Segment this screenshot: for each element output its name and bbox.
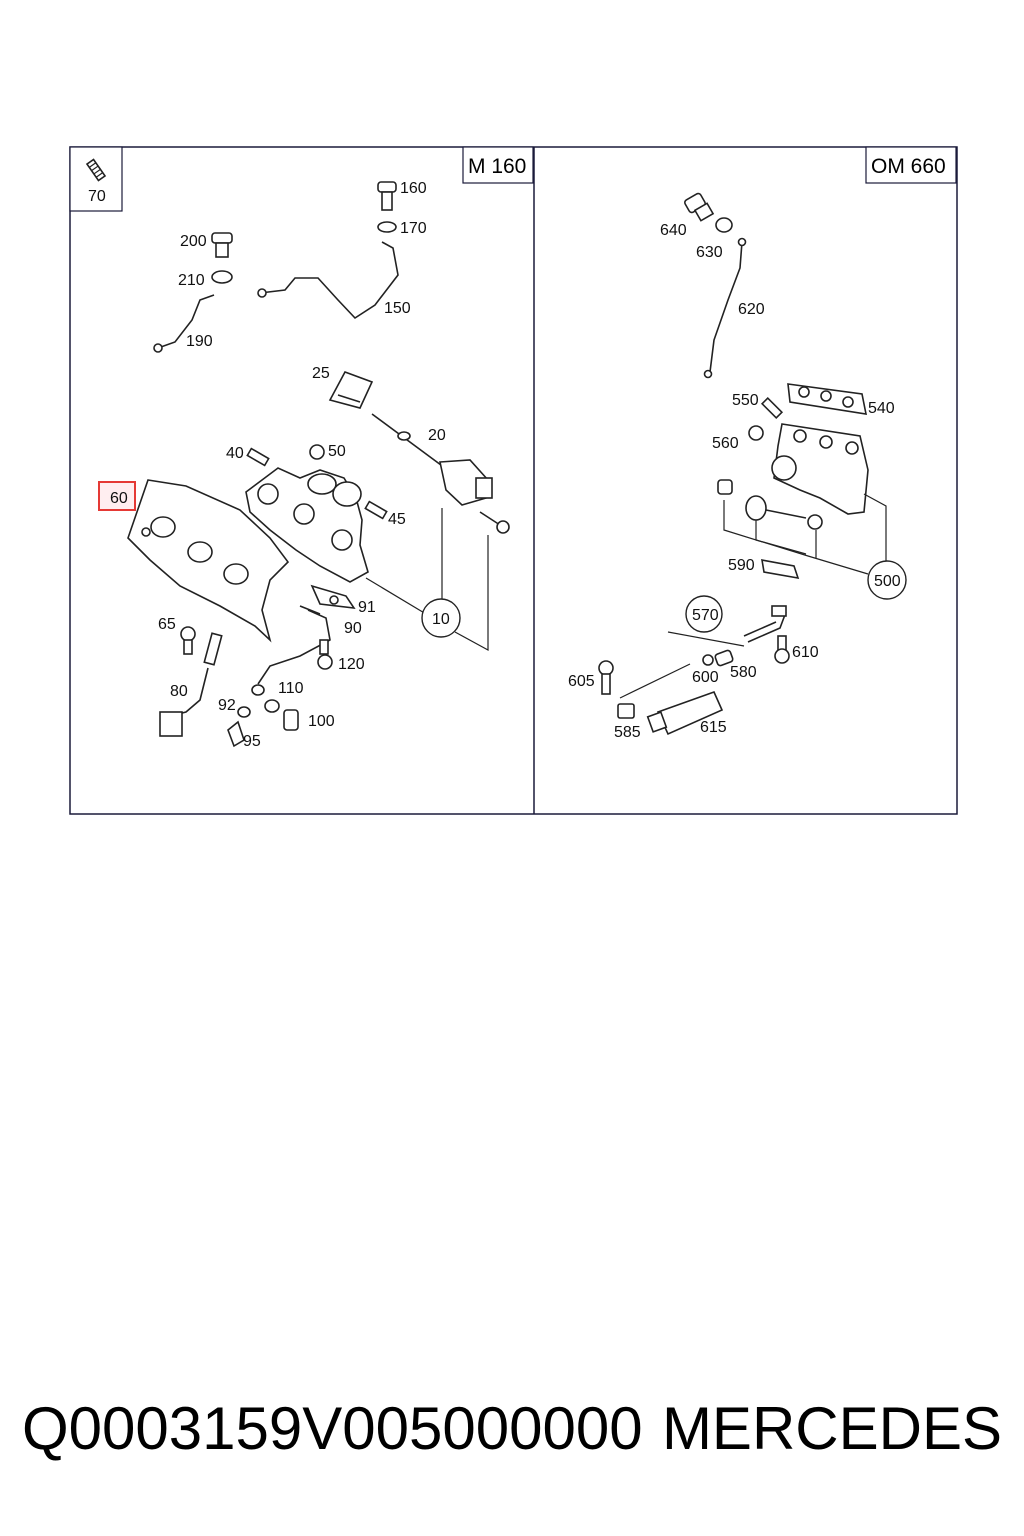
bolt-65-icon <box>180 626 196 655</box>
banjo-bolt-640-icon <box>684 192 715 222</box>
callout-10: 10 <box>432 611 450 628</box>
stud-45-icon <box>364 500 388 520</box>
seal-92-icon <box>237 706 251 718</box>
oil-line-190-icon <box>157 294 215 349</box>
banjo-bolt-200-icon <box>211 232 233 258</box>
callout-45: 45 <box>388 511 406 528</box>
callout-80: 80 <box>170 683 188 700</box>
callout-540: 540 <box>868 400 895 417</box>
bolt-610-icon <box>774 635 790 664</box>
heat-shield-60-icon <box>127 479 290 643</box>
highlight-60-box[interactable] <box>98 481 136 511</box>
stud-40-icon <box>246 447 270 467</box>
gasket-590-icon <box>761 559 800 580</box>
callout-210: 210 <box>178 272 205 289</box>
callout-630: 630 <box>696 244 723 261</box>
stud-70-icon <box>85 158 107 182</box>
callout-95: 95 <box>243 733 261 750</box>
callout-170: 170 <box>400 220 427 237</box>
callout-600: 600 <box>692 669 719 686</box>
callout-120: 120 <box>338 656 365 673</box>
callout-585: 585 <box>614 724 641 741</box>
callout-25: 25 <box>312 365 330 382</box>
callout-70: 70 <box>88 188 106 205</box>
fitting-585-icon <box>617 703 635 719</box>
bracket-25-icon <box>328 371 374 409</box>
callout-20: 20 <box>428 427 446 444</box>
wastegate-actuator-20-icon <box>371 413 493 506</box>
callout-590: 590 <box>728 557 755 574</box>
callout-160: 160 <box>400 180 427 197</box>
seal-600-icon <box>702 654 714 666</box>
callout-60[interactable]: 60 <box>110 490 128 507</box>
hose-95-icon <box>227 720 245 748</box>
washer-630-icon <box>715 217 733 233</box>
callout-91: 91 <box>358 599 376 616</box>
seal-110-icon <box>251 684 265 696</box>
oil-line-150-icon <box>259 241 399 320</box>
callout-605: 605 <box>568 673 595 690</box>
callout-500: 500 <box>874 573 901 590</box>
callout-550: 550 <box>732 392 759 409</box>
callout-200: 200 <box>180 233 207 250</box>
bolt-605-icon <box>598 660 614 695</box>
callout-610: 610 <box>792 644 819 661</box>
callout-570: 570 <box>692 607 719 624</box>
part-number: Q0003159V005000000 <box>22 1394 643 1462</box>
exhaust-manifold-turbo-10-icon <box>245 467 369 583</box>
banjo-bolt-160-icon <box>377 181 397 211</box>
nut-50-icon <box>309 444 325 460</box>
item-70-box <box>69 146 123 212</box>
fitting-icon <box>717 479 733 495</box>
callout-110: 110 <box>278 680 304 697</box>
brand-name: MERCEDES <box>661 1394 1002 1462</box>
footer: Q0003159V005000000 MERCEDES <box>0 1388 1024 1468</box>
callout-150: 150 <box>384 300 411 317</box>
gasket-540-icon <box>787 383 868 415</box>
panel-tag-om660: OM 660 <box>871 155 946 178</box>
nut-icon <box>807 514 823 530</box>
gasket-91-icon <box>310 584 356 609</box>
callout-560: 560 <box>712 435 739 452</box>
oxygen-sensor-80-icon <box>159 632 223 737</box>
pipe-570-icon <box>747 611 787 643</box>
fitting-100-icon <box>264 699 299 731</box>
callout-580: 580 <box>730 664 757 681</box>
callout-50: 50 <box>328 443 346 460</box>
callout-615: 615 <box>700 719 727 736</box>
callout-92: 92 <box>218 697 236 714</box>
callout-40: 40 <box>226 445 244 462</box>
sealant-tube-615-icon <box>646 690 724 736</box>
washer-210-icon <box>211 270 233 284</box>
callout-190: 190 <box>186 333 213 350</box>
panel-tag-m160: M 160 <box>468 155 526 178</box>
oil-return-pipe-90-icon <box>257 609 331 685</box>
oil-line-620-icon <box>709 241 743 373</box>
hose-580-icon <box>714 649 734 667</box>
callout-640: 640 <box>660 222 687 239</box>
actuator-icon <box>745 495 807 521</box>
bolt-120-icon <box>317 639 333 670</box>
callout-65: 65 <box>158 616 176 633</box>
bolt-icon <box>479 511 510 534</box>
callout-100: 100 <box>308 713 335 730</box>
exhaust-manifold-turbo-500-icon <box>771 423 869 515</box>
callout-90: 90 <box>344 620 362 637</box>
nut-560-icon <box>748 425 764 441</box>
stud-550-icon <box>760 396 784 420</box>
callout-620: 620 <box>738 301 765 318</box>
washer-170-icon <box>377 221 397 233</box>
